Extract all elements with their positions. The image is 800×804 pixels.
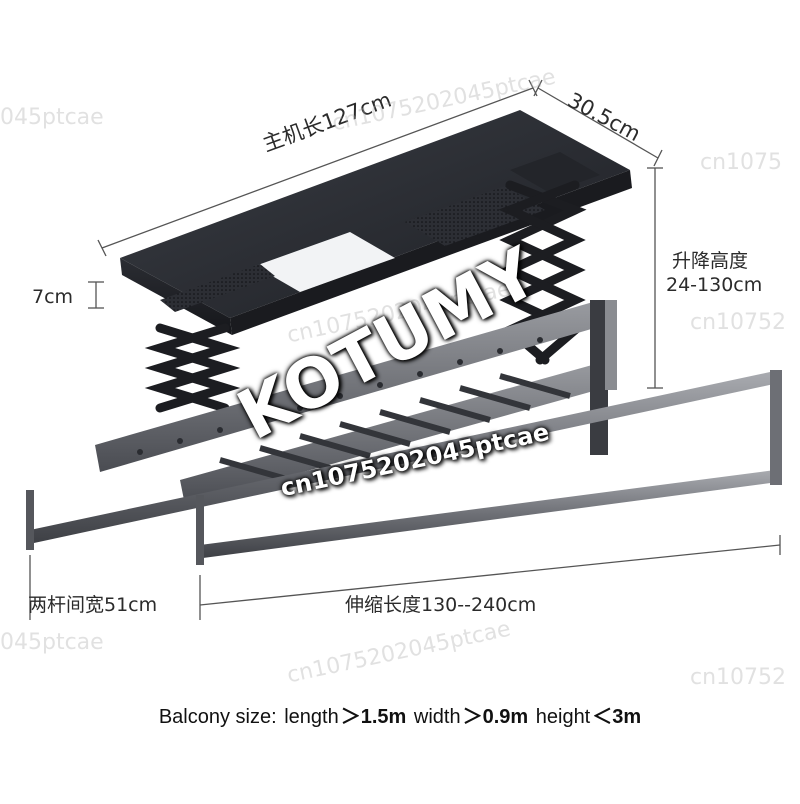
balcony-length-label: length: [284, 706, 339, 728]
watermark-text: 045ptcae: [0, 630, 104, 655]
watermark-text: cn1075: [700, 150, 783, 175]
balcony-width-label: width: [413, 706, 461, 728]
balcony-size-label: Balcony size:: [158, 706, 277, 728]
vent-grille-right: [405, 186, 545, 246]
lift-height-label: 升降高度: [672, 250, 749, 272]
lift-height-value: 24-130cm: [666, 274, 763, 296]
dimension-lines: [29, 79, 781, 620]
telescopic-length-label: 伸缩长度130--240cm: [345, 594, 537, 616]
rod-spacing-label: 两杆间宽51cm: [28, 594, 158, 616]
telescopic-rods: [26, 300, 782, 565]
dim-line-length: [101, 87, 534, 249]
watermark-text: 045ptcae: [0, 105, 104, 130]
rod-front: [30, 372, 774, 543]
balcony-height-label: height: [535, 706, 591, 728]
led-light-panel: [255, 232, 395, 292]
rod-back: [200, 470, 778, 558]
balcony-width-value: ＞0.9m: [462, 706, 529, 728]
balcony-size-caption: Balcony size: length＞1.5m width＞0.9m hei…: [0, 700, 800, 729]
vent-grille-left: [160, 264, 275, 312]
balcony-length-value: ＞1.5m: [340, 706, 407, 728]
balcony-height-value: ＜3m: [592, 706, 642, 728]
dim-line-telescopic: [199, 544, 781, 606]
watermark-text: cn10752: [690, 310, 787, 335]
dim-line-depth: [537, 87, 659, 159]
rack-slats: [219, 373, 571, 483]
watermark-text: cn10752: [690, 665, 787, 690]
main-housing: [120, 110, 632, 335]
rack-frame: [95, 300, 615, 505]
thickness-label: 7cm: [32, 286, 74, 308]
